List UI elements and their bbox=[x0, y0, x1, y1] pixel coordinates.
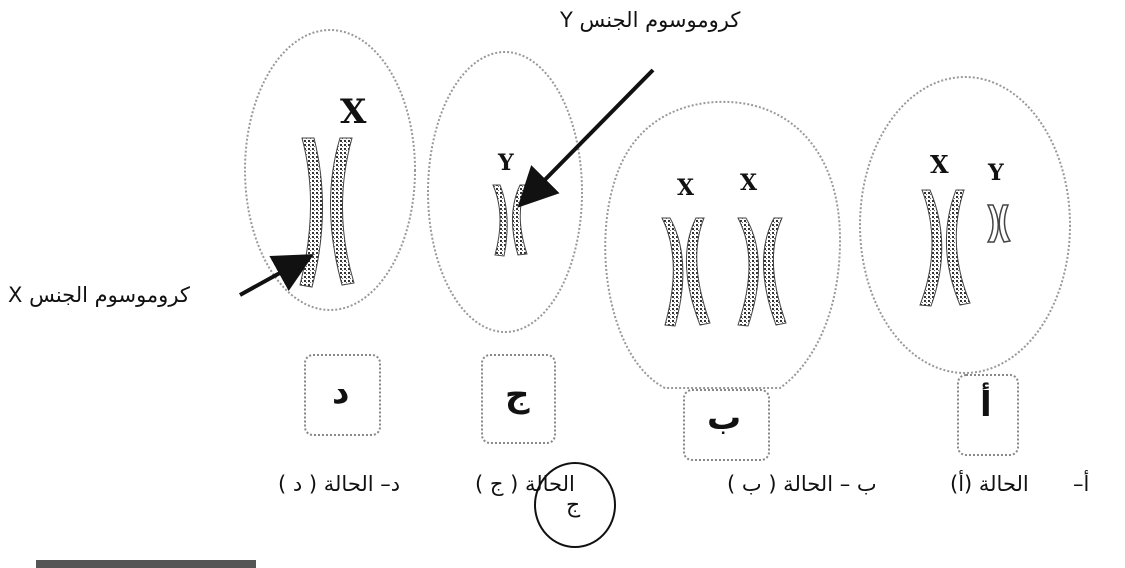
chromosome-letter-1-cell-b: X bbox=[677, 175, 694, 201]
chromosome-letter-1-cell-a: X bbox=[930, 150, 949, 179]
option-a-text: الحالة (أ) bbox=[950, 472, 1029, 496]
option-b-text: ب – الحالة ( ب ) bbox=[727, 472, 877, 496]
x-chromosome-label: كروموسوم الجنس X bbox=[8, 283, 190, 307]
y-chromosome-label: كروموسوم الجنس Y bbox=[560, 8, 740, 32]
x-chromosome-2-cell-b bbox=[738, 218, 786, 326]
y-chromosome-cell-j bbox=[493, 185, 527, 256]
arrow-to-x-chromosome bbox=[240, 258, 307, 295]
x-chromosome-cell-a bbox=[920, 190, 970, 306]
cell-b bbox=[605, 102, 840, 388]
cell-a bbox=[860, 77, 1070, 373]
option-a-marker: أ– bbox=[1073, 472, 1089, 496]
option-d-text: د– الحالة ( د ) bbox=[278, 472, 400, 496]
box-letter-b: ب bbox=[707, 398, 741, 438]
cell-d bbox=[245, 30, 415, 310]
circled-answer-letter: ج bbox=[566, 493, 580, 518]
y-chromosome-cell-a bbox=[988, 205, 1010, 242]
cell-j bbox=[428, 52, 582, 332]
chromosome-letter-2-cell-a: Y bbox=[988, 160, 1004, 186]
x-chromosome-cell-d bbox=[300, 138, 354, 287]
box-letter-j: ج bbox=[505, 375, 530, 415]
option-j-text: الحالة ( ج ) bbox=[475, 472, 575, 496]
chromosome-letter-2-cell-b: X bbox=[740, 170, 757, 196]
x-chromosome-1-cell-b bbox=[662, 218, 710, 326]
cropped-text-fragment bbox=[36, 560, 256, 568]
box-letter-a: أ bbox=[980, 385, 992, 425]
chromosome-letter-cell-j: Y bbox=[498, 150, 514, 176]
chromosome-letter-cell-d: X bbox=[340, 92, 366, 132]
arrow-to-y-chromosome bbox=[523, 70, 653, 202]
box-letter-d: د bbox=[332, 372, 349, 412]
